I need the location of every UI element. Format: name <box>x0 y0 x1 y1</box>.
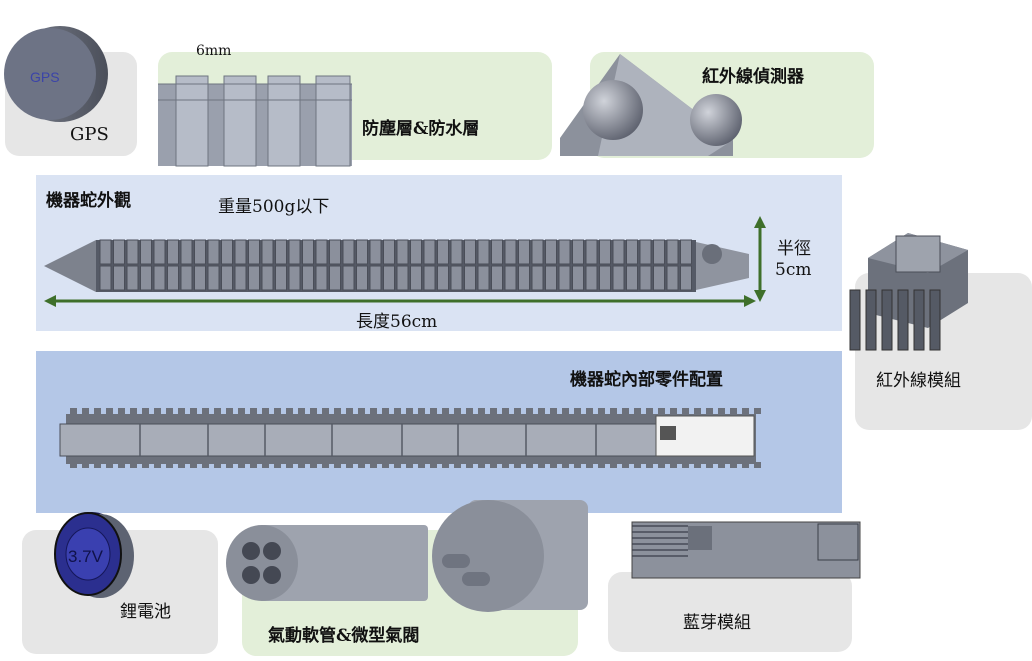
bluetooth-panel <box>608 572 852 652</box>
battery-voltage-text: 3.7V <box>68 547 104 566</box>
pneumatic-tube-image <box>226 525 428 601</box>
exterior-length: 長度56cm <box>356 312 438 332</box>
battery-label: 鋰電池 <box>120 602 171 622</box>
gps-disc-icon: GPS <box>4 26 108 122</box>
ir-detector-label: 紅外線偵測器 <box>702 67 804 87</box>
ir-detector-image <box>560 54 742 156</box>
exterior-radius-line1: 半徑 <box>777 239 811 259</box>
interior-title: 機器蛇內部零件配置 <box>570 370 723 390</box>
snake-exterior-image <box>44 239 749 292</box>
exterior-radius-line2: 5cm <box>775 260 812 280</box>
battery-image: 3.7V <box>54 512 134 598</box>
length-arrow <box>44 295 756 307</box>
dust-layer-dimension: 6mm <box>196 43 232 59</box>
radius-arrow <box>754 216 766 302</box>
snake-interior-image <box>59 408 761 468</box>
exterior-title: 機器蛇外觀 <box>46 191 131 211</box>
gps-label: GPS <box>70 124 109 145</box>
gps-disc-text: GPS <box>30 69 60 85</box>
bluetooth-label: 藍芽模組 <box>683 613 751 633</box>
ir-module-label: 紅外線模組 <box>876 371 961 391</box>
dust-layer-label: 防塵層&防水層 <box>362 119 480 139</box>
bluetooth-module-image <box>631 521 861 579</box>
ir-module-image <box>849 233 968 351</box>
dust-layer-image <box>158 75 352 167</box>
exterior-weight: 重量500g以下 <box>218 197 330 217</box>
pneumatic-label: 氣動軟管&微型氣閥 <box>268 626 420 646</box>
micro-valve-image <box>432 500 588 612</box>
